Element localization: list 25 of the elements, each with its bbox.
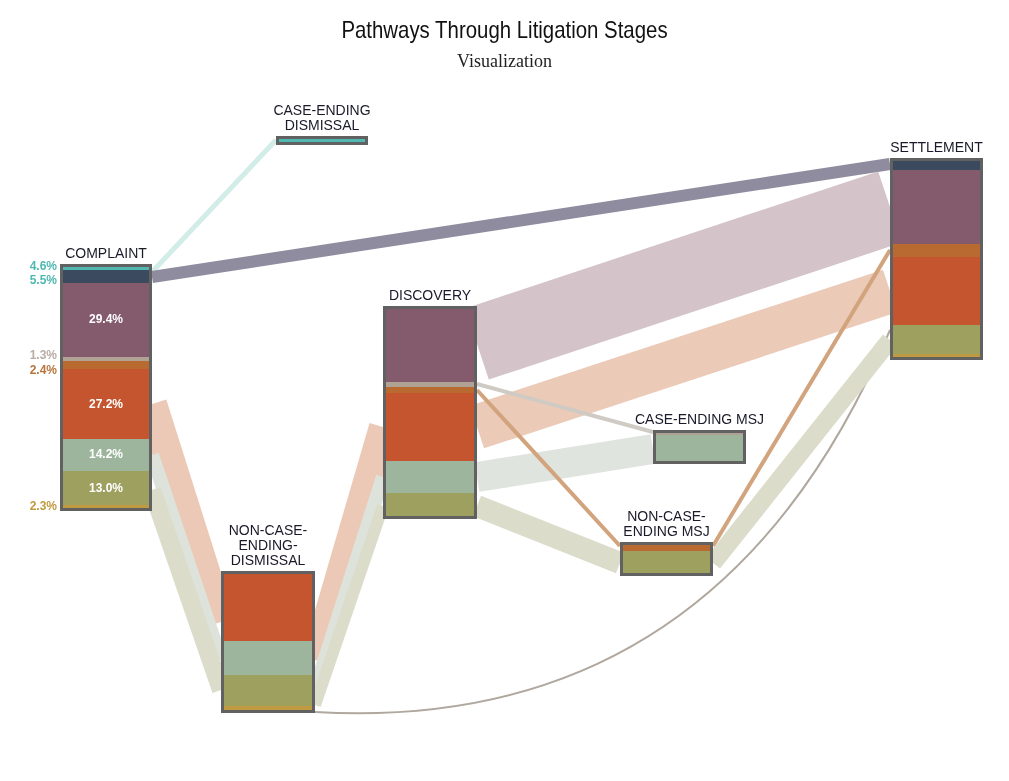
flow-line — [475, 388, 622, 548]
stage-label: CASE-ENDING MSJ — [633, 412, 766, 427]
flow-line — [151, 158, 891, 283]
stage-label: SETTLEMENT — [889, 140, 984, 155]
percentage-label: 2.3% — [29, 499, 57, 513]
stage-label: NON-CASE-ENDING-DISMISSAL — [227, 523, 309, 568]
percentage-label: 14.2% — [88, 447, 124, 461]
flow-line — [314, 329, 891, 714]
percentage-label: 27.2% — [88, 397, 124, 411]
percentage-label: 2.4% — [29, 363, 57, 377]
stage-label: CASE-ENDING DISMISSAL — [272, 103, 372, 133]
percentage-label: 5.5% — [29, 273, 57, 287]
flow-line — [476, 382, 654, 434]
stage-label: COMPLAINT — [64, 246, 148, 261]
percentage-label: 29.4% — [88, 312, 124, 326]
flow-line — [150, 138, 278, 274]
percentage-label: 13.0% — [88, 481, 124, 495]
percentage-label: 1.3% — [29, 348, 57, 362]
percentage-label: 4.6% — [29, 259, 57, 273]
flow-band — [474, 434, 656, 492]
chart-subtitle: Visualization — [456, 51, 553, 72]
chart-title: Pathways Through Litigation Stages — [340, 16, 669, 44]
flow-line — [711, 248, 892, 548]
stage-label: DISCOVERY — [387, 288, 473, 303]
stage-label: NON-CASE-ENDING MSJ — [622, 509, 711, 539]
